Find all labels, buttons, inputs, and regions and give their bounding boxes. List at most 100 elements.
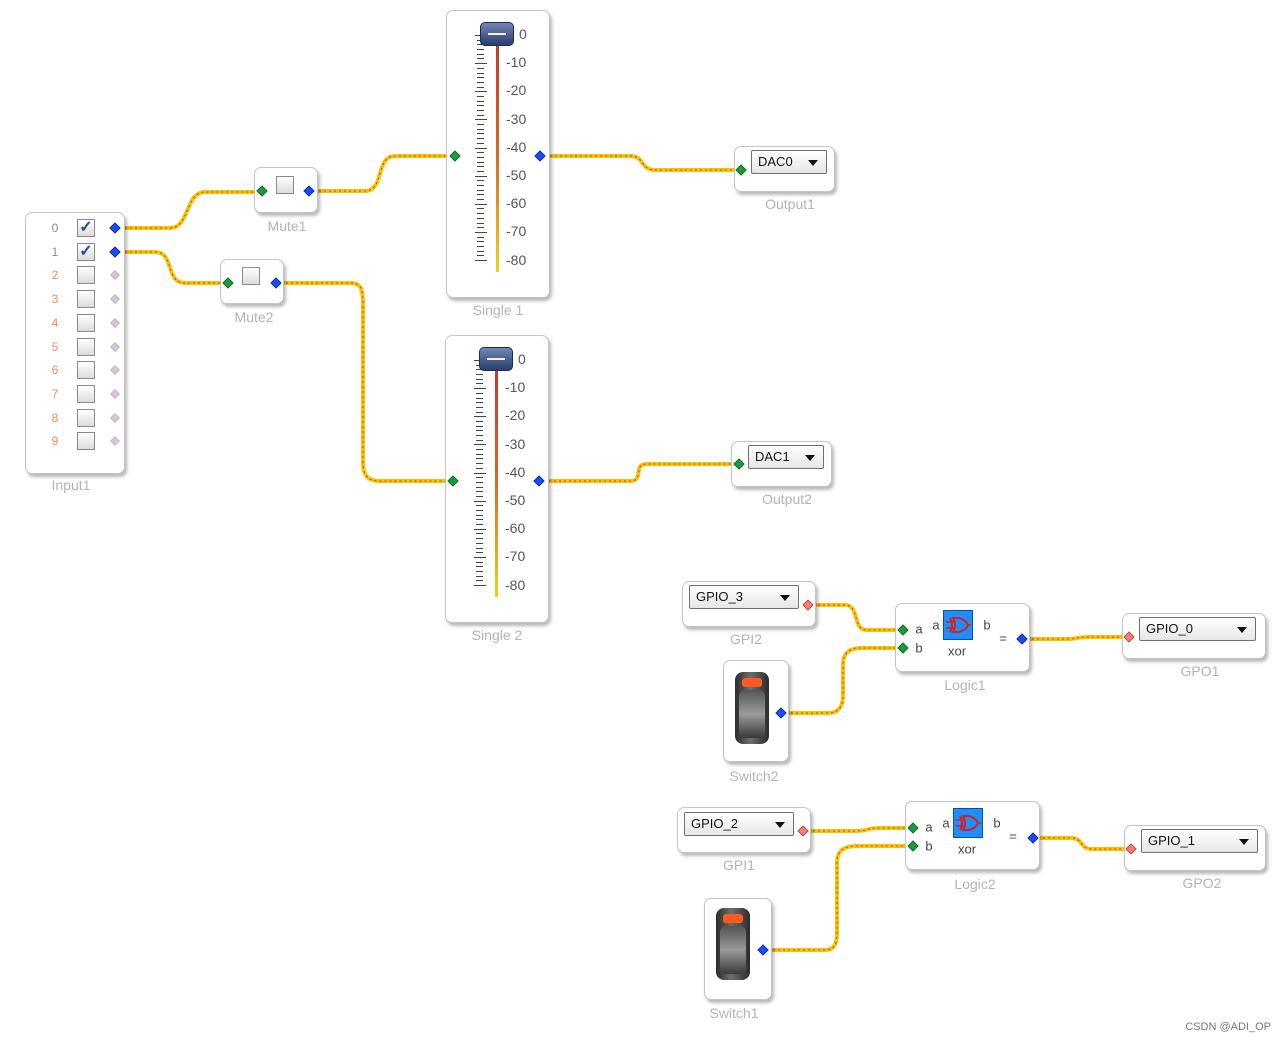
slider-tick: [477, 241, 484, 243]
slider-tick: [476, 538, 483, 540]
input-channel-checkbox[interactable]: [77, 290, 95, 309]
input-channel-checkbox[interactable]: [77, 266, 95, 285]
slider-tick: [477, 49, 484, 51]
wire-input0-mute1[interactable]: [115, 190, 262, 230]
input-channel-checkbox[interactable]: [77, 384, 95, 403]
logic2-gate-in-label: a: [942, 815, 950, 831]
single1-label: Single 1: [472, 302, 524, 318]
slider-tick: [476, 406, 483, 408]
slider-tick: [477, 58, 484, 60]
wire-switch2-logic1-b[interactable]: [781, 646, 903, 715]
slider-tick: [475, 119, 487, 121]
output1-dropdown[interactable]: DAC0: [751, 150, 827, 174]
slider-tick: [477, 236, 484, 238]
input-channel-checkbox[interactable]: [77, 313, 95, 332]
single2-label: Single 2: [471, 627, 523, 643]
slider-tick: [477, 255, 484, 257]
slider-tick: [477, 110, 484, 111]
slider-tick: [477, 142, 484, 144]
wire-single1-output1[interactable]: [540, 154, 741, 172]
slider-tick: [477, 77, 484, 79]
switch1-toggle[interactable]: [716, 908, 750, 980]
input-block[interactable]: [25, 212, 125, 474]
switch2-toggle[interactable]: [735, 672, 769, 744]
output1-selected: DAC0: [758, 154, 793, 169]
slider-scale-label: -10: [506, 54, 527, 71]
input-channel-checkbox[interactable]: [77, 408, 95, 427]
gpo2-selected: GPIO_1: [1148, 833, 1195, 848]
chevron-down-icon: [780, 595, 790, 601]
slider-scale-label: -40: [505, 463, 526, 480]
gpo1-dropdown[interactable]: GPIO_0: [1139, 617, 1256, 641]
logic2-input-b-label: b: [925, 838, 933, 854]
input-block-label: Input1: [51, 477, 91, 493]
slider-track[interactable]: [496, 35, 499, 272]
slider-knob[interactable]: [479, 347, 513, 371]
wire-switch1-logic2-b[interactable]: [763, 844, 913, 952]
watermark: CSDN @ADI_OP: [1185, 1021, 1271, 1033]
chevron-down-icon: [808, 160, 818, 166]
wire-single2-output2[interactable]: [539, 462, 739, 483]
input-channel-checkbox[interactable]: [77, 432, 95, 451]
wire-logic2-gpo2[interactable]: [1033, 836, 1131, 851]
gpi1-label: GPI1: [723, 857, 755, 873]
switch-body: [720, 926, 746, 974]
slider-tick: [477, 199, 484, 201]
slider-tick: [476, 420, 483, 422]
wire-mute1-single1[interactable]: [309, 154, 455, 193]
slider-tick: [474, 556, 486, 558]
logic1-input-a-label: a: [915, 621, 923, 637]
logic2-operator-label: xor: [957, 841, 977, 857]
slider-tick: [477, 189, 484, 191]
slider-tick: [475, 63, 487, 65]
slider-tick: [477, 161, 484, 163]
input-channel-checkbox[interactable]: [77, 361, 95, 380]
input-channel-checkbox[interactable]: ✓: [77, 242, 95, 261]
slider-tick: [476, 453, 483, 455]
wire-mute2-single2[interactable]: [276, 281, 453, 483]
slider-tick: [477, 67, 484, 69]
slider-scale-label: -60: [505, 520, 526, 537]
logic2-input-a-label: a: [925, 819, 933, 835]
slider-tick: [476, 463, 483, 465]
slider-tick: [476, 575, 483, 577]
output2-dropdown[interactable]: DAC1: [748, 445, 824, 469]
slider-tick: [476, 495, 483, 497]
gpi2-dropdown[interactable]: GPIO_3: [689, 585, 799, 609]
gpo2-dropdown[interactable]: GPIO_1: [1141, 829, 1258, 853]
mute2-checkbox[interactable]: [242, 267, 260, 285]
slider-tick: [475, 260, 487, 261]
input-channel-index: 9: [51, 434, 59, 449]
logic1-label: Logic1: [944, 677, 986, 693]
slider-track[interactable]: [495, 360, 498, 597]
wire-gpi2-logic1-a[interactable]: [808, 603, 903, 632]
slider-tick: [476, 524, 483, 526]
slider-tick: [477, 95, 484, 97]
wire-input1-mute2[interactable]: [115, 250, 228, 285]
slider-tick: [475, 231, 487, 233]
slider-scale-label: -80: [505, 576, 526, 593]
slider-knob[interactable]: [480, 22, 514, 46]
mute1-checkbox[interactable]: [276, 176, 294, 194]
switch1-label: Switch1: [709, 1005, 759, 1021]
gpi1-dropdown[interactable]: GPIO_2: [684, 812, 794, 836]
slider-tick: [474, 500, 486, 502]
logic1-operator-label: xor: [947, 643, 967, 659]
wire-logic1-gpo1[interactable]: [1022, 635, 1129, 641]
slider-tick: [476, 561, 483, 563]
slider-scale-label: -50: [505, 492, 526, 508]
slider-tick: [476, 397, 483, 399]
slider-tick: [477, 72, 484, 74]
slider-scale-label: -20: [505, 407, 526, 424]
slider-tick: [476, 505, 483, 507]
slider-tick: [476, 481, 483, 483]
input-channel-checkbox[interactable]: ✓: [77, 219, 95, 237]
slider-tick: [477, 53, 484, 55]
slider-tick: [474, 388, 486, 390]
input-channel-checkbox[interactable]: [77, 337, 95, 356]
slider-scale-label: -80: [506, 251, 527, 268]
wire-gpi1-logic2-a[interactable]: [803, 826, 913, 833]
input-channel-index: 3: [51, 292, 59, 307]
slider-tick: [476, 369, 483, 371]
slider-scale-label: -10: [505, 379, 526, 396]
